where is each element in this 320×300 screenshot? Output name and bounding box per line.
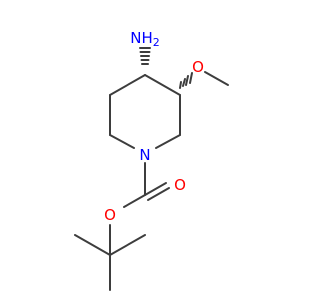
bond-tbutyl-methyl-left	[74, 234, 111, 256]
bond-tbutyl-methyl-right	[109, 234, 146, 256]
atom-label-carbonyl-oxygen: O	[174, 176, 186, 194]
bond-carbonyl-double-b	[147, 187, 170, 201]
bond-o-methyl	[204, 71, 229, 86]
atom-label-ring-nitrogen: N	[139, 146, 150, 164]
molecule-structure: NH2 O N O O	[74, 29, 229, 291]
bond-c5-c4	[109, 74, 146, 96]
hashed-wedge-bond-methoxy	[179, 72, 193, 89]
hashed-wedge-bond-amine	[139, 47, 151, 65]
atom-label-methoxy-oxygen: O	[192, 58, 204, 76]
bond-carbonyl-ester-o	[123, 194, 146, 208]
bond-c2-n	[155, 134, 181, 149]
atom-label-nh2: NH2	[130, 29, 160, 49]
bond-n-c6	[109, 134, 135, 149]
bond-carbonyl-double-a	[144, 182, 167, 196]
bond-c4-c3	[144, 74, 181, 96]
atom-label-ester-oxygen: O	[104, 206, 116, 224]
